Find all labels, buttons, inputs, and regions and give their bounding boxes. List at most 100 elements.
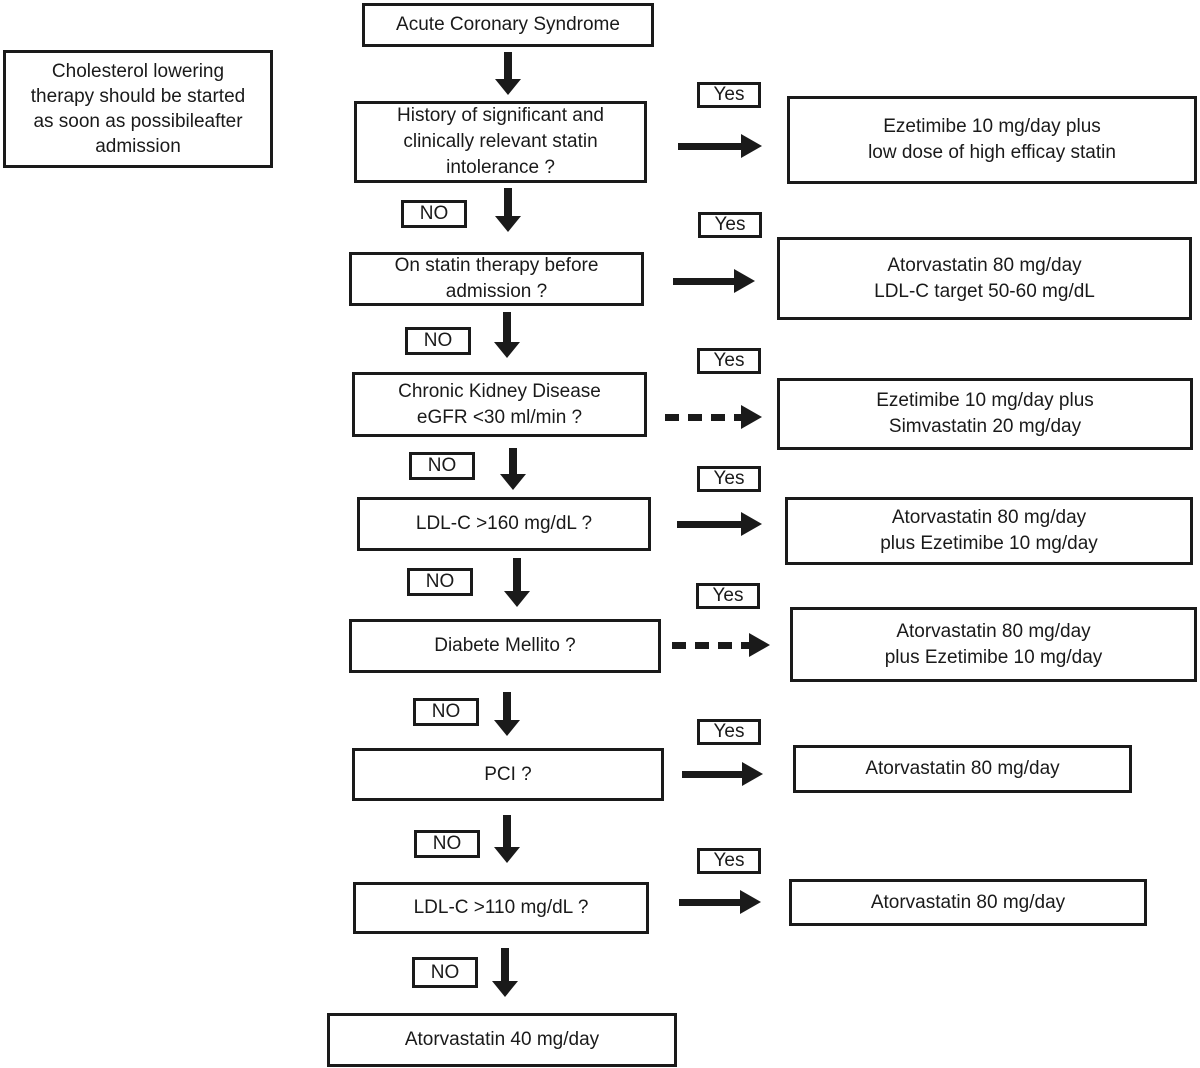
arrow-shaft <box>673 277 734 285</box>
question-line: eGFR <30 ml/min ? <box>416 406 583 428</box>
question-ldl-110: LDL-C >110 mg/dL ? <box>353 882 649 934</box>
arrow-shaft <box>501 948 509 981</box>
no-text: NO <box>423 330 453 351</box>
arrow-head <box>742 762 763 786</box>
arrow-down-icon <box>494 692 520 736</box>
yes-label-5: Yes <box>696 583 760 609</box>
arrow-shaft <box>503 692 511 720</box>
outcome-line: plus Ezetimibe 10 mg/day <box>884 646 1103 668</box>
outcome-atorvastatin-plus-ezetimibe-1: Atorvastatin 80 mg/day plus Ezetimibe 10… <box>785 497 1193 565</box>
yes-label-6: Yes <box>697 719 761 745</box>
arrow-shaft <box>677 520 741 528</box>
arrow-yes-2 <box>673 269 755 293</box>
arrow-shaft <box>503 815 511 847</box>
start-box: Acute Coronary Syndrome <box>362 3 654 47</box>
arrow-down-icon <box>494 312 520 358</box>
no-label-7: NO <box>412 957 478 988</box>
arrow-head <box>741 512 762 536</box>
question-ldl-160: LDL-C >160 mg/dL ? <box>357 497 651 551</box>
question-statin-before-admission: On statin therapy before admission ? <box>349 252 644 306</box>
no-text: NO <box>430 961 460 983</box>
arrow-yes-7 <box>679 890 761 914</box>
outcome-line: Atorvastatin 80 mg/day <box>896 620 1091 642</box>
yes-label-7: Yes <box>697 848 761 874</box>
arrow-head <box>749 633 770 657</box>
outcome-ezetimibe-low-dose-statin: Ezetimibe 10 mg/day plus low dose of hig… <box>787 96 1197 184</box>
arrow-head <box>741 405 762 429</box>
outcome-line: Atorvastatin 80 mg/day <box>870 891 1066 913</box>
outcome-ezetimibe-simvastatin: Ezetimibe 10 mg/day plus Simvastatin 20 … <box>777 378 1193 450</box>
outcome-line: Ezetimibe 10 mg/day plus <box>876 390 1094 411</box>
final-label: Atorvastatin 40 mg/day <box>404 1029 600 1050</box>
arrow-yes-6 <box>682 762 763 786</box>
arrow-down-icon <box>500 448 526 490</box>
yes-text: Yes <box>713 84 745 105</box>
arrow-down-icon <box>492 948 518 997</box>
yes-label-2: Yes <box>698 212 762 238</box>
no-label-6: NO <box>414 830 480 858</box>
arrow-down-icon <box>495 52 521 95</box>
question-line: clinically relevant statin <box>403 131 598 152</box>
arrow-shaft <box>679 898 740 906</box>
note-line: as soon as possibileafter <box>33 111 243 132</box>
start-label: Acute Coronary Syndrome <box>396 14 620 35</box>
outcome-line: Atorvastatin 80 mg/day <box>865 758 1060 779</box>
arrow-shaft <box>503 312 511 342</box>
arrow-head <box>500 474 526 490</box>
question-line: History of significant and <box>397 105 604 126</box>
question-line: intolerance ? <box>446 157 555 178</box>
arrow-shaft <box>682 770 742 778</box>
arrow-head <box>492 981 518 997</box>
yes-text: Yes <box>713 350 745 371</box>
no-text: NO <box>419 203 449 224</box>
outcome-line: Simvastatin 20 mg/day <box>888 416 1082 437</box>
arrow-down-icon <box>495 188 521 232</box>
yes-label-4: Yes <box>697 466 761 492</box>
outcome-line: Ezetimibe 10 mg/day plus <box>883 116 1101 137</box>
outcome-atorvastatin-plus-ezetimibe-2: Atorvastatin 80 mg/day plus Ezetimibe 10… <box>790 607 1197 682</box>
arrow-yes-1 <box>678 134 762 158</box>
arrow-head <box>494 342 520 358</box>
yes-text: Yes <box>713 721 745 742</box>
question-chronic-kidney-disease: Chronic Kidney Disease eGFR <30 ml/min ? <box>352 372 647 437</box>
arrow-head <box>495 216 521 232</box>
question-diabetes: Diabete Mellito ? <box>349 619 661 673</box>
arrow-head <box>734 269 755 293</box>
arrow-head <box>740 890 761 914</box>
arrow-head <box>741 134 762 158</box>
final-outcome-atorvastatin-40: Atorvastatin 40 mg/day <box>327 1013 677 1067</box>
yes-text: Yes <box>712 585 744 606</box>
question-line: admission ? <box>445 281 548 302</box>
question-statin-intolerance: History of significant and clinically re… <box>354 101 647 183</box>
yes-text: Yes <box>713 850 745 871</box>
arrow-yes-5-dashed <box>672 633 770 657</box>
arrow-shaft <box>504 52 512 79</box>
outcome-line: low dose of high efficay statin <box>868 142 1116 163</box>
arrow-head <box>495 79 521 95</box>
outcome-line: plus Ezetimibe 10 mg/day <box>880 533 1098 554</box>
question-line: LDL-C >110 mg/dL ? <box>413 897 589 918</box>
yes-label-1: Yes <box>697 82 761 108</box>
yes-text: Yes <box>713 468 745 489</box>
yes-label-3: Yes <box>697 348 761 374</box>
arrow-shaft <box>513 558 521 591</box>
arrow-yes-4 <box>677 512 762 536</box>
question-line: Diabete Mellito ? <box>434 635 576 656</box>
no-text: NO <box>427 455 457 476</box>
note-line: Cholesterol lowering <box>51 61 225 82</box>
arrow-head <box>504 591 530 607</box>
no-label-4: NO <box>407 568 473 596</box>
yes-text: Yes <box>714 214 746 235</box>
question-line: Chronic Kidney Disease <box>398 380 601 402</box>
arrow-shaft <box>678 142 741 150</box>
outcome-line: Atorvastatin 80 mg/day <box>887 254 1082 276</box>
arrow-shaft <box>665 413 741 421</box>
question-line: PCI ? <box>484 763 532 785</box>
note-line: admission <box>95 136 181 157</box>
arrow-head <box>494 847 520 863</box>
arrow-down-icon <box>494 815 520 863</box>
arrow-yes-3-dashed <box>665 405 762 429</box>
outcome-line: LDL-C target 50-60 mg/dL <box>874 280 1095 302</box>
no-text: NO <box>425 571 455 592</box>
